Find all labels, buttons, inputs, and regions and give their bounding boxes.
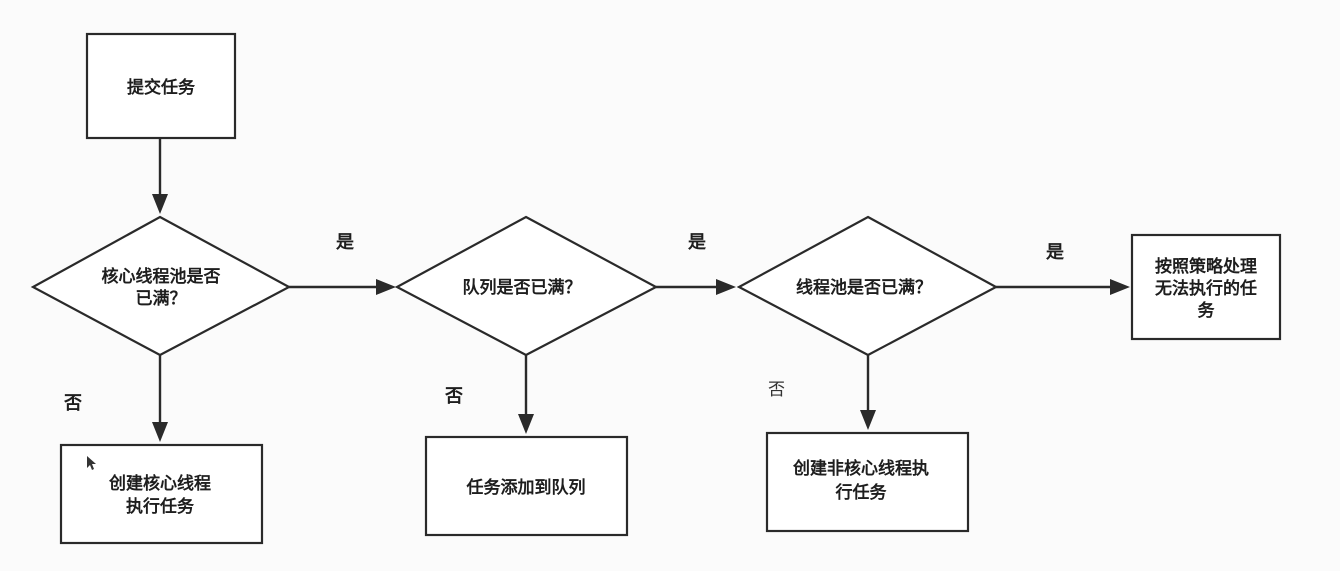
arrowhead-icon xyxy=(376,279,396,295)
label-no-core: 否 xyxy=(63,393,82,414)
label-yes-pool: 是 xyxy=(1045,242,1064,263)
node-add-to-queue: 任务添加到队列 xyxy=(424,435,629,537)
decision-pool-full-label: 线程池是否已满？ xyxy=(796,277,932,298)
label-no-pool: 否 xyxy=(768,380,785,400)
decision-queue-full: 队列是否已满？ xyxy=(394,215,659,357)
label-yes-core: 是 xyxy=(335,232,354,253)
decision-queue-full-label: 队列是否已满？ xyxy=(463,277,582,298)
node-create-core-thread-line-2: 执行任务 xyxy=(126,496,195,517)
node-reject-policy: 按照策略处理 无法执行的任 务 xyxy=(1130,233,1282,341)
label-no-queue: 否 xyxy=(444,386,463,407)
node-reject-policy-line-1: 按照策略处理 xyxy=(1155,256,1257,277)
decision-core-pool-full-line-2: 已满？ xyxy=(136,288,187,309)
node-create-noncore-thread: 创建非核心线程执 行任务 xyxy=(765,431,970,533)
edge-labels: 是 是 是 否 否 否 xyxy=(63,232,1064,414)
node-submit-task: 提交任务 xyxy=(85,32,237,140)
arrowhead-icon xyxy=(152,194,168,214)
mouse-cursor-icon xyxy=(87,456,96,470)
node-create-core-thread: 创建核心线程 执行任务 xyxy=(59,443,264,545)
decision-core-pool-full-line-1: 核心线程池是否 xyxy=(102,266,221,287)
arrowhead-icon xyxy=(152,422,168,442)
node-create-noncore-thread-line-2: 行任务 xyxy=(835,482,888,503)
decision-pool-full: 线程池是否已满？ xyxy=(736,215,999,357)
edges xyxy=(152,138,1130,442)
node-create-noncore-thread-line-1: 创建非核心线程执 xyxy=(792,458,929,479)
arrowhead-icon xyxy=(860,410,876,430)
node-reject-policy-line-3: 务 xyxy=(1198,300,1216,321)
node-reject-policy-line-2: 无法执行的任 xyxy=(1154,278,1257,299)
node-submit-task-label: 提交任务 xyxy=(127,77,196,98)
label-yes-queue: 是 xyxy=(687,232,706,253)
node-create-core-thread-line-1: 创建核心线程 xyxy=(108,473,211,494)
node-add-to-queue-label: 任务添加到队列 xyxy=(466,477,586,498)
arrowhead-icon xyxy=(518,414,534,434)
arrowhead-icon xyxy=(716,279,736,295)
decision-core-pool-full: 核心线程池是否 已满？ xyxy=(30,215,292,357)
arrowhead-icon xyxy=(1110,279,1130,295)
